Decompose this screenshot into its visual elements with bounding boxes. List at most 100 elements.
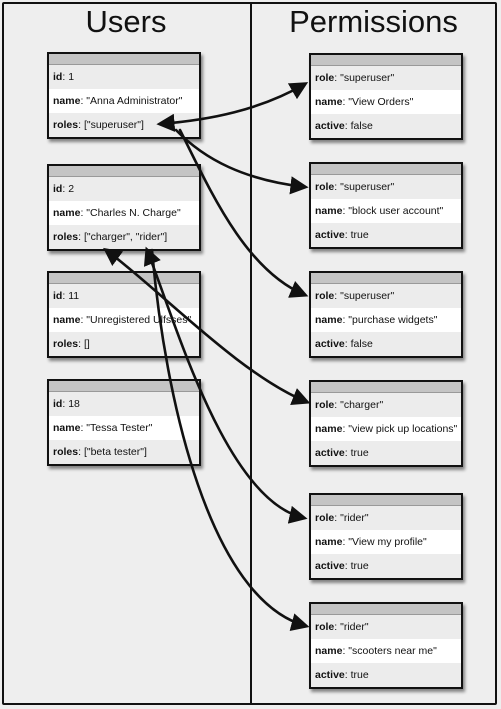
user-name-row: name: "Anna Administrator" bbox=[53, 95, 183, 107]
field-key: role bbox=[315, 621, 335, 633]
user-name-value: "Tessa Tester" bbox=[86, 422, 153, 434]
permission-card: role: "rider" name: "View my profile" ac… bbox=[309, 493, 463, 580]
permission-role-row: role: "superuser" bbox=[311, 175, 461, 199]
card-header bbox=[49, 273, 199, 284]
field-key: active bbox=[315, 120, 345, 132]
user-roles-value: ["superuser"] bbox=[83, 119, 144, 131]
permission-name-row: name: "scooters near me" bbox=[315, 645, 437, 657]
user-name-value: "Unregistered Ulfsses" bbox=[86, 314, 192, 326]
field-key: active bbox=[315, 229, 345, 241]
permission-name-row: name: "View my profile" bbox=[315, 536, 427, 548]
field-key: role bbox=[315, 399, 335, 411]
user-name-row: name: "Unregistered Ulfsses" bbox=[53, 314, 192, 326]
user-roles-row: roles: ["beta tester"] bbox=[49, 440, 199, 464]
field-key: role bbox=[315, 512, 335, 524]
permission-active-row: active: true bbox=[311, 663, 461, 687]
user-roles-value: [] bbox=[83, 338, 90, 350]
card-header bbox=[311, 604, 461, 615]
field-key: roles bbox=[53, 231, 79, 243]
field-key: active bbox=[315, 338, 345, 350]
field-key: role bbox=[315, 290, 335, 302]
permission-active-row: active: true bbox=[311, 223, 461, 247]
users-column-title: Users bbox=[85, 4, 167, 39]
permission-name-row: name: "view pick up locations" bbox=[315, 423, 458, 435]
user-roles-row: roles: ["superuser"] bbox=[49, 113, 199, 137]
permission-active-row: active: true bbox=[311, 441, 461, 465]
field-key: name bbox=[315, 96, 343, 108]
card-header bbox=[311, 55, 461, 66]
card-header bbox=[49, 381, 199, 392]
permission-name-value: "scooters near me" bbox=[348, 645, 437, 657]
field-key: name bbox=[315, 536, 343, 548]
field-key: name bbox=[53, 95, 81, 107]
field-key: active bbox=[315, 447, 345, 459]
field-key: id bbox=[53, 183, 63, 195]
permission-role-row: role: "superuser" bbox=[311, 284, 461, 308]
field-key: name bbox=[315, 314, 343, 326]
permission-role-row: role: "rider" bbox=[311, 615, 461, 639]
permission-active-row: active: false bbox=[311, 114, 461, 138]
user-roles-row: roles: ["charger", "rider"] bbox=[49, 225, 199, 249]
column-divider bbox=[250, 2, 252, 705]
field-key: active bbox=[315, 560, 345, 572]
card-header bbox=[49, 54, 199, 65]
card-header bbox=[311, 382, 461, 393]
permission-role-row: role: "superuser" bbox=[311, 66, 461, 90]
user-id-row: id: 2 bbox=[49, 177, 199, 201]
permission-active-value: false bbox=[350, 120, 373, 132]
permission-role-value: "superuser" bbox=[340, 72, 395, 84]
user-card: id: 18 name: "Tessa Tester" roles: ["bet… bbox=[47, 379, 201, 466]
user-id-row: id: 18 bbox=[49, 392, 199, 416]
user-card: id: 1 name: "Anna Administrator" roles: … bbox=[47, 52, 201, 139]
card-header bbox=[311, 164, 461, 175]
user-card: id: 2 name: "Charles N. Charge" roles: [… bbox=[47, 164, 201, 251]
permission-card: role: "charger" name: "view pick up loca… bbox=[309, 380, 463, 467]
permission-role-value: "charger" bbox=[340, 399, 384, 411]
permission-role-value: "superuser" bbox=[340, 290, 395, 302]
permission-active-value: true bbox=[350, 447, 369, 459]
permission-name-value: "block user account" bbox=[348, 205, 444, 217]
permission-name-value: "View my profile" bbox=[348, 536, 427, 548]
user-roles-value: ["charger", "rider"] bbox=[83, 231, 168, 243]
field-key: name bbox=[53, 207, 81, 219]
user-id-row: id: 1 bbox=[49, 65, 199, 89]
user-card: id: 11 name: "Unregistered Ulfsses" role… bbox=[47, 271, 201, 358]
user-name-value: "Charles N. Charge" bbox=[86, 207, 181, 219]
user-id-value: 11 bbox=[68, 290, 80, 302]
user-id-value: 18 bbox=[68, 398, 80, 410]
permission-card: role: "superuser" name: "View Orders" ac… bbox=[309, 53, 463, 140]
field-key: id bbox=[53, 71, 63, 83]
permission-role-row: role: "rider" bbox=[311, 506, 461, 530]
user-roles-value: ["beta tester"] bbox=[83, 446, 147, 458]
permission-name-value: "purchase widgets" bbox=[348, 314, 438, 326]
permission-active-value: true bbox=[350, 560, 369, 572]
permissions-column-title: Permissions bbox=[289, 4, 458, 39]
permission-name-row: name: "purchase widgets" bbox=[315, 314, 438, 326]
user-name-value: "Anna Administrator" bbox=[86, 95, 183, 107]
permission-active-value: true bbox=[350, 229, 369, 241]
field-key: roles bbox=[53, 119, 79, 131]
field-key: id bbox=[53, 290, 63, 302]
user-id-value: 2 bbox=[68, 183, 75, 195]
permission-role-value: "rider" bbox=[340, 621, 369, 633]
field-key: roles bbox=[53, 338, 79, 350]
permission-name-value: "view pick up locations" bbox=[348, 423, 458, 435]
permission-active-row: active: true bbox=[311, 554, 461, 578]
permission-name-row: name: "block user account" bbox=[315, 205, 444, 217]
field-key: name bbox=[315, 645, 343, 657]
permission-role-row: role: "charger" bbox=[311, 393, 461, 417]
card-header bbox=[49, 166, 199, 177]
permission-card: role: "superuser" name: "purchase widget… bbox=[309, 271, 463, 358]
user-roles-row: roles: [] bbox=[49, 332, 199, 356]
field-key: name bbox=[53, 314, 81, 326]
field-key: name bbox=[315, 423, 343, 435]
field-key: active bbox=[315, 669, 345, 681]
field-key: name bbox=[53, 422, 81, 434]
permission-name-value: "View Orders" bbox=[348, 96, 414, 108]
field-key: role bbox=[315, 72, 335, 84]
permission-active-value: true bbox=[350, 669, 369, 681]
field-key: role bbox=[315, 181, 335, 193]
user-name-row: name: "Tessa Tester" bbox=[53, 422, 153, 434]
field-key: roles bbox=[53, 446, 79, 458]
field-key: name bbox=[315, 205, 343, 217]
